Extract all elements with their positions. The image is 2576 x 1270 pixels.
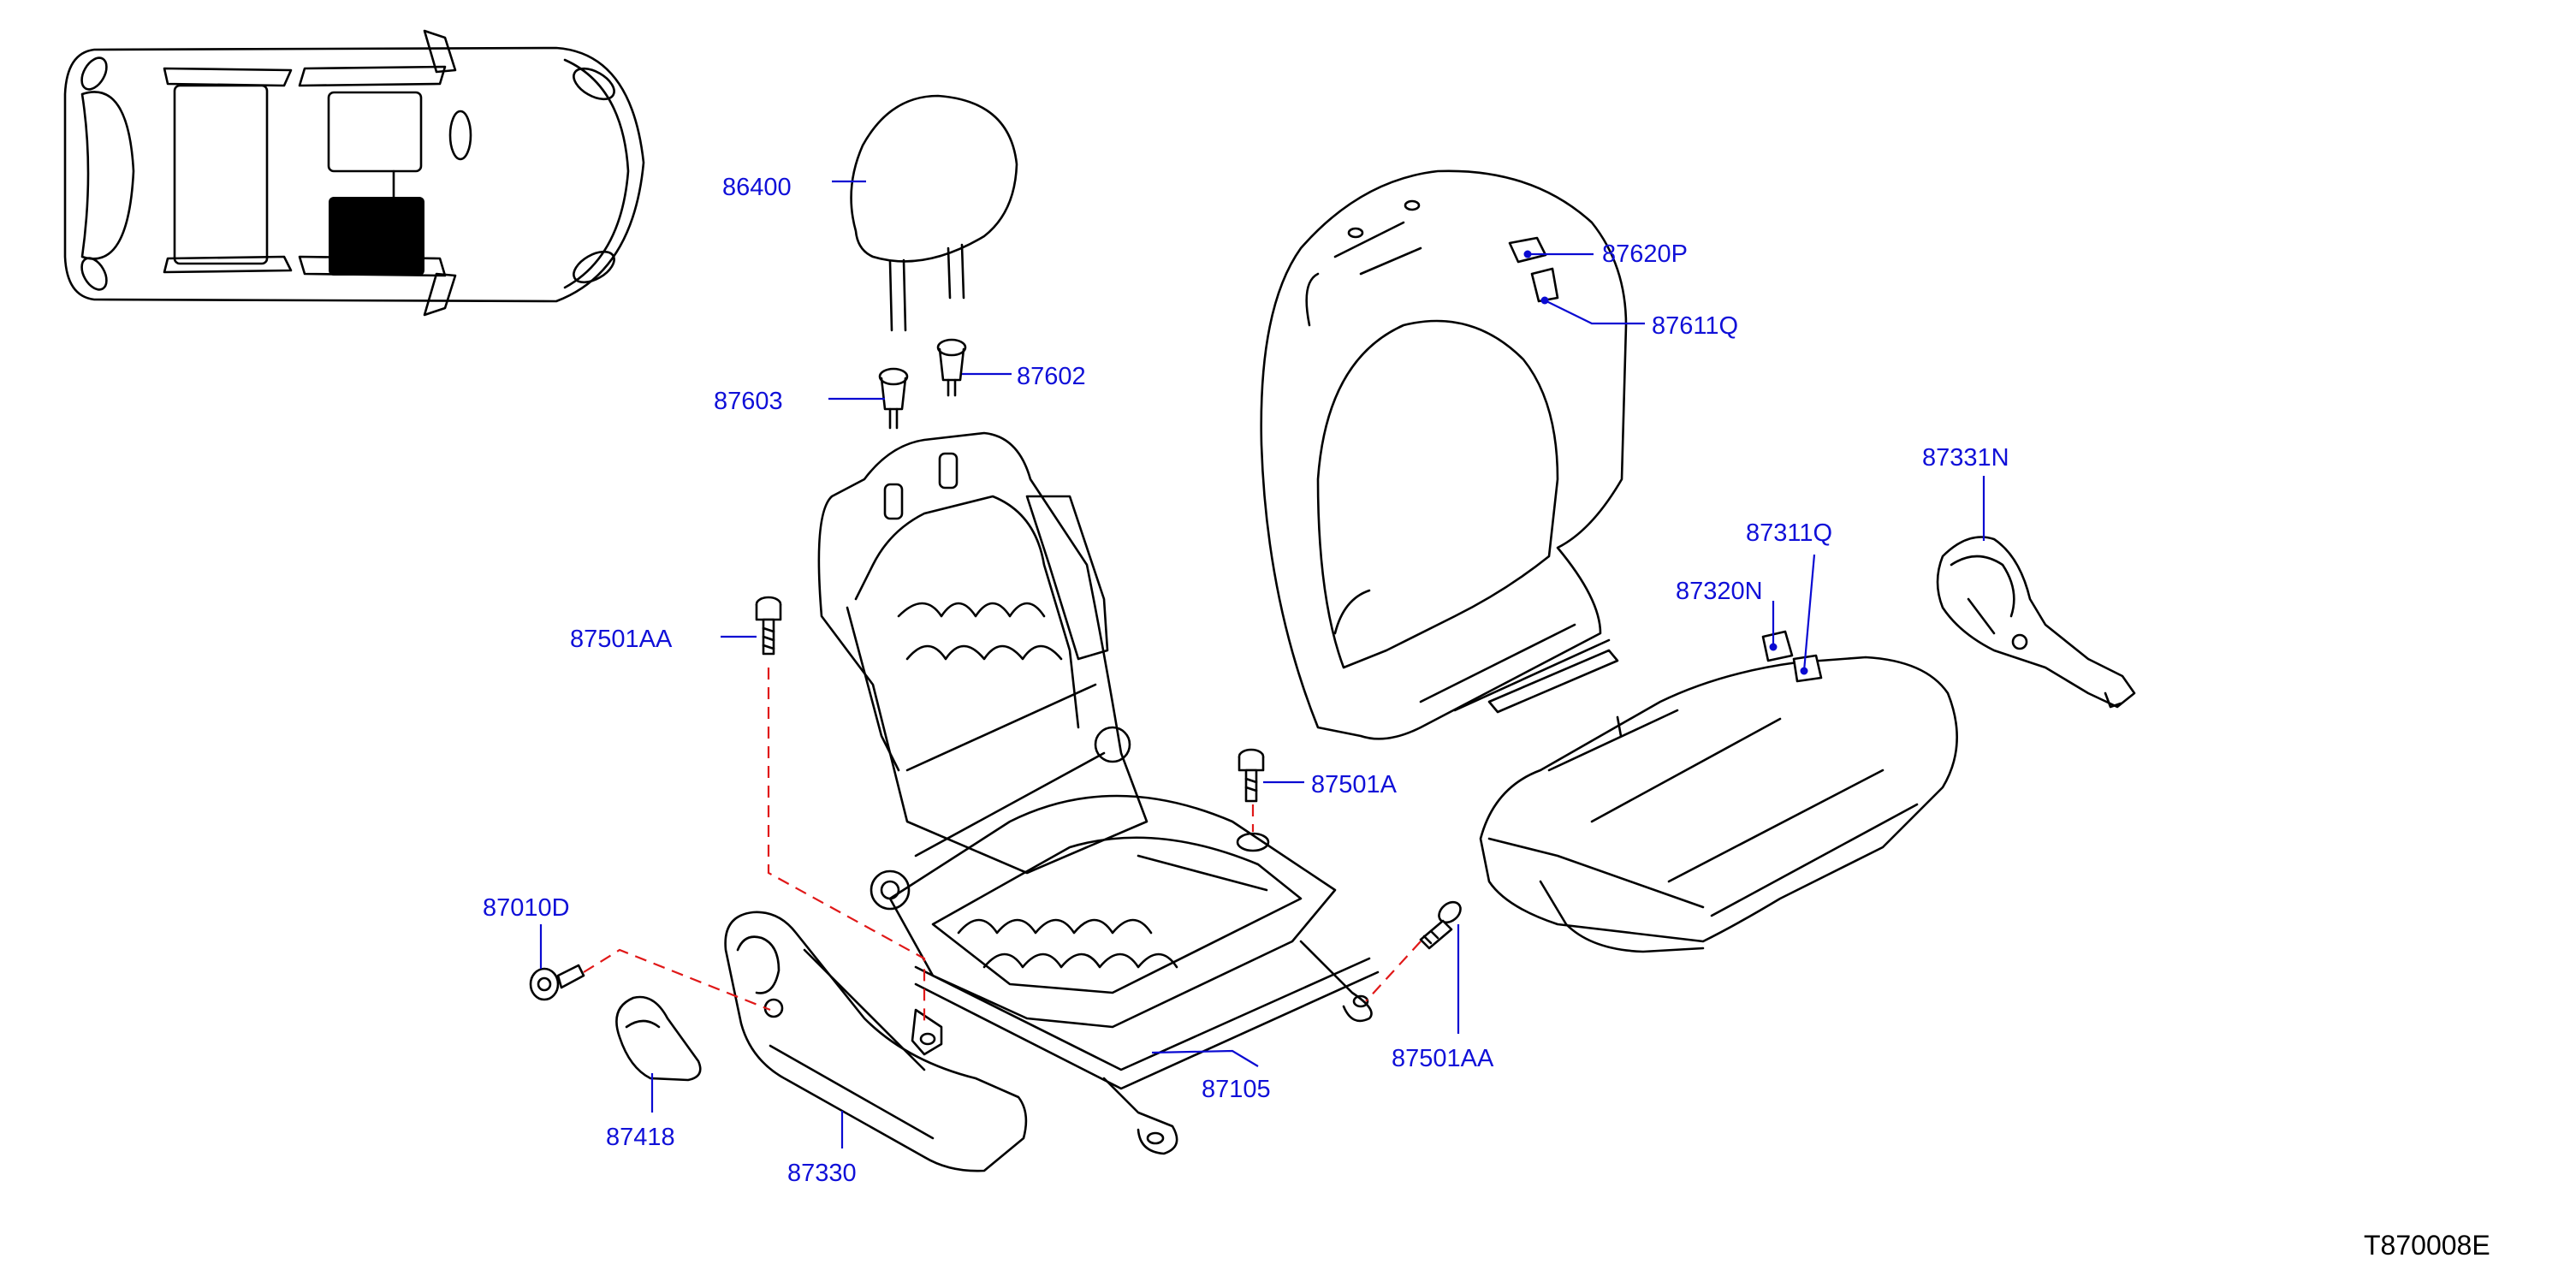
guide-87501AA-top	[767, 668, 926, 1024]
callout-87501AA-right: 87501AA	[1392, 1045, 1494, 1072]
clip-87311Q	[1792, 654, 1823, 683]
vehicle-locator	[63, 29, 645, 317]
guide-87501AA-right	[1365, 941, 1422, 1002]
seat-back-trim	[1260, 169, 1628, 740]
screw-87010D	[529, 964, 585, 1001]
clip-87611Q	[1530, 267, 1559, 303]
callout-87501AA-top: 87501AA	[570, 626, 673, 653]
callout-87105: 87105	[1202, 1076, 1271, 1103]
callout-87010D: 87010D	[483, 894, 570, 922]
diagram-code: T870008E	[2364, 1230, 2490, 1261]
side-cover-87331N	[1936, 536, 2136, 709]
headrest	[850, 94, 1018, 332]
callout-86400: 86400	[722, 174, 792, 201]
leader-lines	[539, 180, 1985, 1148]
callout-87501A: 87501A	[1311, 771, 1398, 798]
seat-cushion-trim	[1479, 656, 1958, 953]
knob-87418	[615, 995, 702, 1082]
headrest-guide-87603	[878, 367, 909, 430]
callout-87620P: 87620P	[1602, 240, 1688, 268]
callout-87320N: 87320N	[1676, 578, 1763, 605]
clip-87320N	[1761, 630, 1794, 662]
callout-87330: 87330	[787, 1160, 857, 1187]
seat-location-highlight	[329, 197, 424, 276]
callout-87602: 87602	[1017, 363, 1086, 390]
headrest-guide-87602	[936, 338, 967, 397]
seat-frame	[817, 431, 1380, 1155]
guide-87010D	[583, 948, 771, 1012]
side-finisher-87330	[724, 911, 1028, 1172]
callout-87331N: 87331N	[1922, 444, 2009, 472]
callout-87311Q: 87311Q	[1746, 519, 1832, 547]
callout-87603: 87603	[714, 388, 783, 415]
callout-87611Q: 87611Q	[1652, 312, 1738, 340]
clip-87620P	[1508, 236, 1547, 264]
bolt-87501AA-top	[755, 596, 782, 656]
callout-87418: 87418	[606, 1124, 675, 1151]
washer-87501A	[1236, 832, 1270, 852]
bolt-87501A	[1238, 748, 1265, 803]
bolt-87501AA-right	[1419, 900, 1462, 950]
